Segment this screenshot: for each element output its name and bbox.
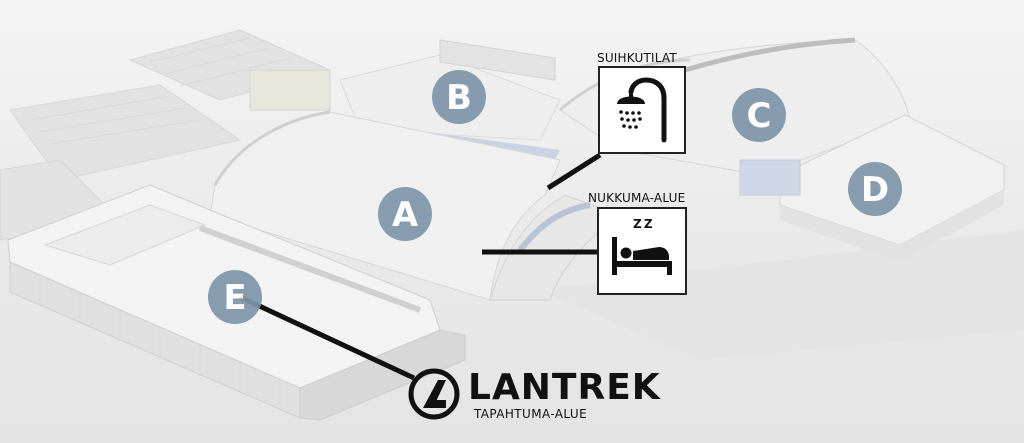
event-area-label: TAPAHTUMA-ALUE <box>474 407 588 421</box>
shower-callout-line <box>546 152 602 191</box>
sleep-label: NUKKUMA-ALUE <box>588 191 686 205</box>
event-area-callout-line <box>238 294 416 381</box>
lantrek-logo-mark-icon <box>408 368 460 420</box>
sleep-zzz: Z Z <box>633 217 653 231</box>
bed-icon <box>612 237 672 275</box>
zone-letter-c: C <box>746 96 772 136</box>
zone-letter-e: E <box>223 278 247 318</box>
zone-letter-d: D <box>860 170 890 210</box>
zone-letter-b: B <box>446 78 472 118</box>
zone-marker-e: E <box>208 270 262 324</box>
lantrek-logo: LANTREK TAPAHTUMA-ALUE <box>408 368 660 428</box>
zone-marker-b: B <box>432 70 486 124</box>
callout-lines <box>238 152 602 381</box>
zone-marker-a: A <box>378 187 432 241</box>
zone-marker-d: D <box>848 162 902 216</box>
shower-icon-box <box>598 66 686 154</box>
bed-icon-box: Z Z <box>597 207 687 295</box>
lantrek-logo-name: LANTREK <box>468 367 661 408</box>
zone-letter-a: A <box>391 195 419 235</box>
shower-label: SUIHKUTILAT <box>597 51 677 65</box>
zone-marker-c: C <box>732 88 786 142</box>
shower-icon <box>617 77 667 143</box>
